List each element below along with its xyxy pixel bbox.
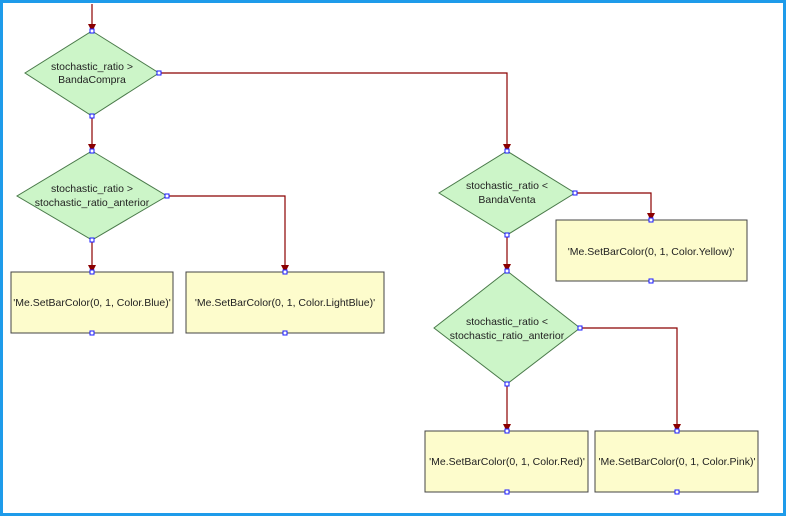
connection-port[interactable] (89, 28, 95, 34)
connection-ports (89, 28, 680, 495)
connection-port[interactable] (577, 325, 583, 331)
action-node-2[interactable]: 'Me.SetBarColor(0, 1, Color.LightBlue)' (185, 271, 385, 334)
decision-node-4[interactable]: stochastic_ratio < stochastic_ratio_ante… (433, 270, 581, 385)
decision-node-1[interactable]: stochastic_ratio > BandaCompra (24, 30, 160, 117)
connection-port[interactable] (89, 330, 95, 336)
connection-port[interactable] (504, 381, 510, 387)
connection-port[interactable] (89, 148, 95, 154)
connector-d4-to-a5 (580, 327, 681, 432)
connection-port[interactable] (504, 148, 510, 154)
connection-port[interactable] (648, 278, 654, 284)
action-node-3[interactable]: 'Me.SetBarColor(0, 1, Color.Yellow)' (555, 219, 748, 282)
decision-label-line2: stochastic_ratio_anterior (35, 197, 150, 209)
connection-port[interactable] (504, 232, 510, 238)
action-shape (594, 430, 759, 493)
connection-port[interactable] (504, 489, 510, 495)
connector-d2-to-a2 (167, 195, 289, 273)
connection-port[interactable] (674, 489, 680, 495)
action-label: 'Me.SetBarColor(0, 1, Color.Red)' (429, 456, 585, 468)
decision-label-line2: stochastic_ratio_anterior (450, 330, 565, 342)
connection-port[interactable] (282, 330, 288, 336)
action-label: 'Me.SetBarColor(0, 1, Color.Pink)' (599, 456, 756, 468)
connection-port[interactable] (504, 268, 510, 274)
connection-port[interactable] (164, 193, 170, 199)
action-label: 'Me.SetBarColor(0, 1, Color.Yellow)' (568, 246, 734, 258)
decision-node-2[interactable]: stochastic_ratio > stochastic_ratio_ante… (16, 150, 168, 241)
decision-label-line1: stochastic_ratio < (466, 180, 548, 192)
connection-port[interactable] (648, 217, 654, 223)
connection-port[interactable] (156, 70, 162, 76)
action-node-4[interactable]: 'Me.SetBarColor(0, 1, Color.Red)' (424, 430, 589, 493)
action-node-5[interactable]: 'Me.SetBarColor(0, 1, Color.Pink)' (594, 430, 759, 493)
connector-d3-to-a3 (575, 192, 655, 221)
action-label: 'Me.SetBarColor(0, 1, Color.Blue)' (13, 297, 171, 309)
decision-label-line1: stochastic_ratio < (466, 316, 548, 328)
action-label: 'Me.SetBarColor(0, 1, Color.LightBlue)' (195, 297, 375, 309)
decision-shape (438, 150, 576, 236)
connection-port[interactable] (674, 428, 680, 434)
decision-label-line2: BandaCompra (58, 74, 126, 86)
connection-port[interactable] (572, 190, 578, 196)
connection-port[interactable] (89, 237, 95, 243)
connectors (88, 4, 681, 432)
connection-port[interactable] (282, 269, 288, 275)
connection-port[interactable] (504, 428, 510, 434)
connection-port[interactable] (89, 113, 95, 119)
decision-label-line1: stochastic_ratio > (51, 61, 133, 73)
decision-label-line1: stochastic_ratio > (51, 183, 133, 195)
action-node-1[interactable]: 'Me.SetBarColor(0, 1, Color.Blue)' (10, 271, 174, 334)
decision-shape (16, 150, 168, 241)
connection-port[interactable] (89, 269, 95, 275)
decision-label-line2: BandaVenta (478, 194, 535, 206)
connector-d1-to-d3 (159, 72, 511, 152)
decision-node-3[interactable]: stochastic_ratio < BandaVenta (438, 150, 576, 236)
